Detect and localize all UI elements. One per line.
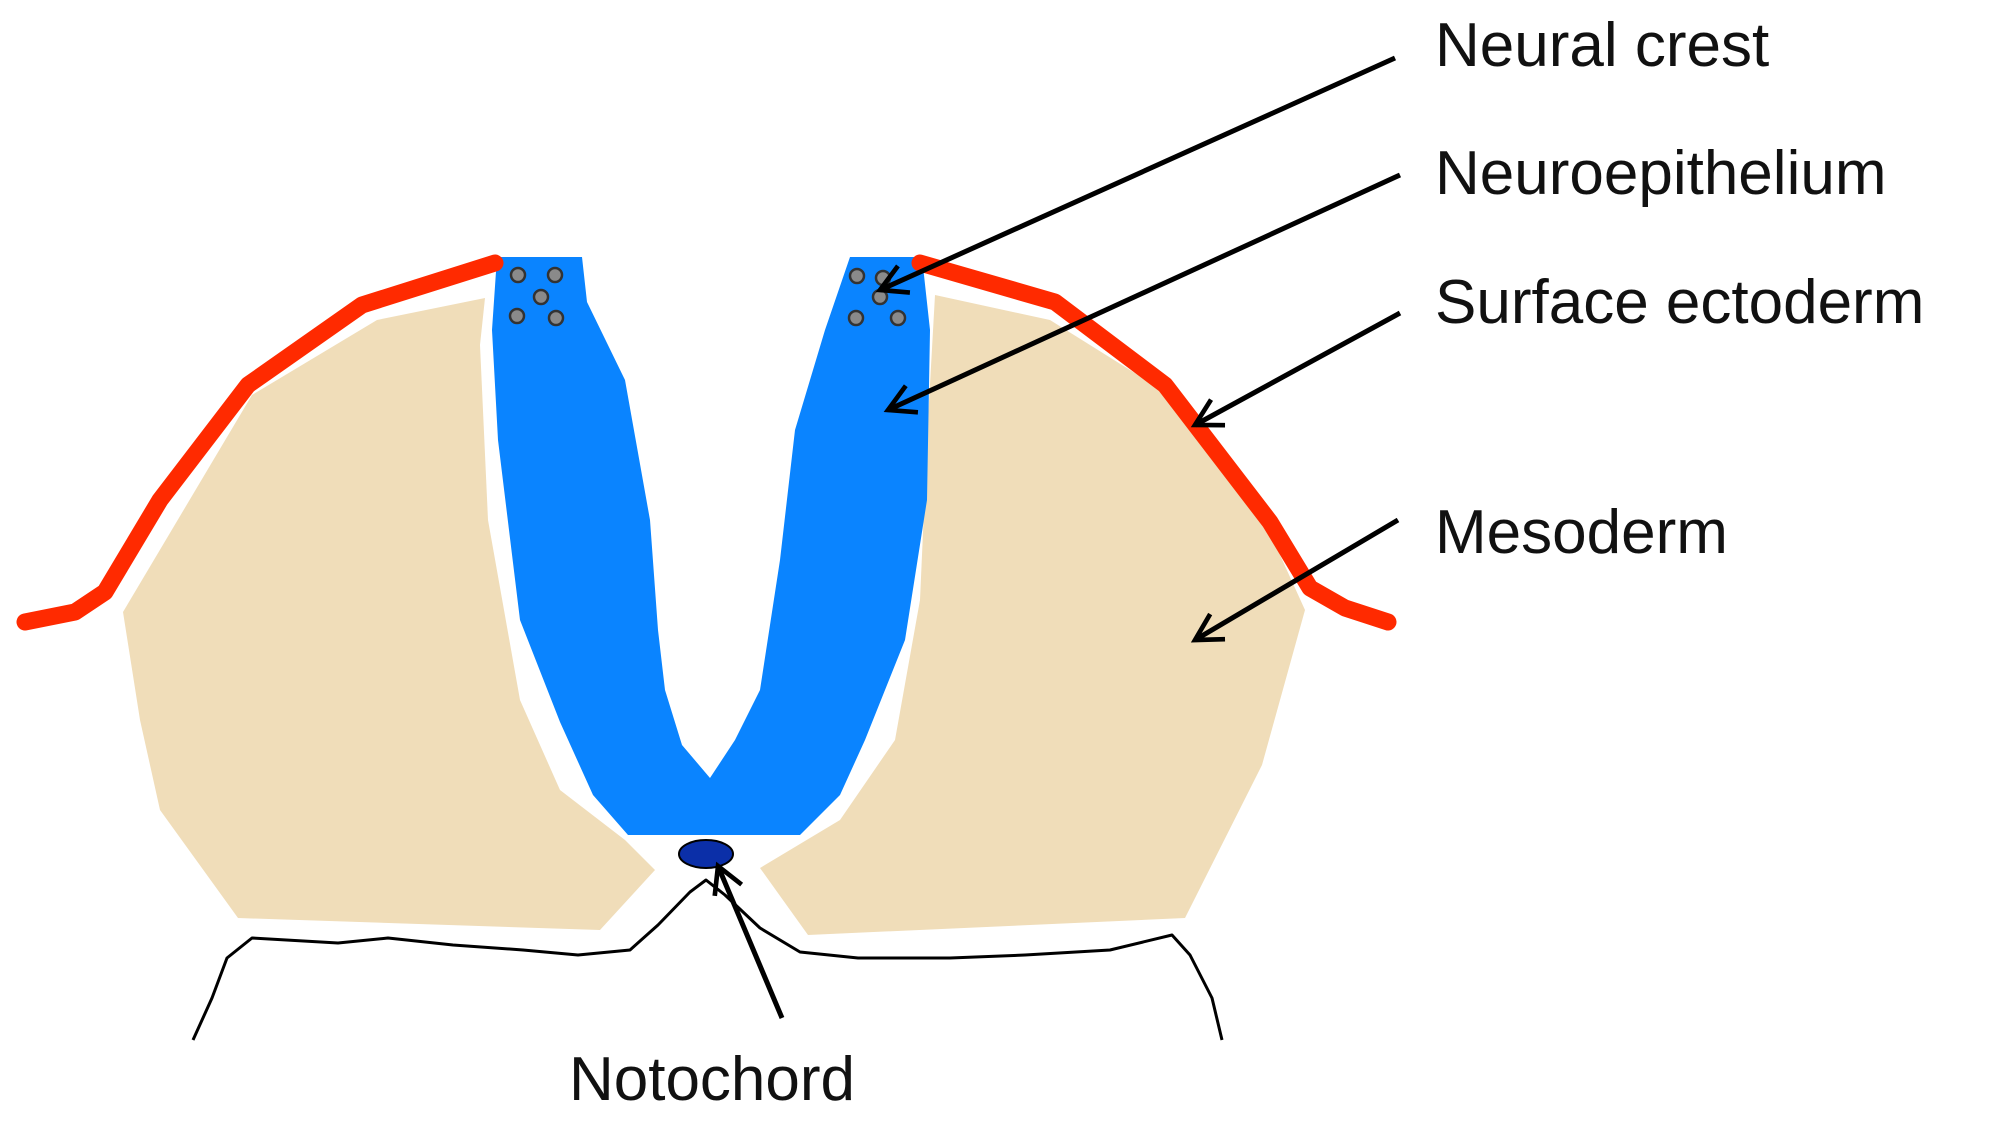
- mesoderm-left: [123, 298, 655, 930]
- lower-outline: [191, 878, 1224, 1041]
- neural-crest-cells-left: [508, 266, 565, 327]
- mesoderm-right: [760, 295, 1305, 935]
- label-notochord: Notochord: [569, 1045, 855, 1114]
- surface-ectoderm-left: [16, 254, 504, 631]
- label-neural-crest: Neural crest: [1435, 11, 1769, 80]
- surface-ectoderm-arrow: [1190, 310, 1402, 428]
- neural-crest-arrow: [875, 55, 1397, 295]
- mesoderm-arrow: [1190, 517, 1400, 643]
- notochord-shape: [678, 839, 734, 869]
- notochord-arrow: [712, 861, 785, 1019]
- neuroepithelium-arrow: [883, 172, 1402, 415]
- surface-ectoderm-right: [911, 254, 1397, 631]
- neuroepithelium-shape: [492, 257, 930, 835]
- label-surface-ectoderm: Surface ectoderm: [1435, 268, 1924, 337]
- label-neuroepithelium: Neuroepithelium: [1435, 139, 1886, 208]
- label-mesoderm: Mesoderm: [1435, 498, 1728, 567]
